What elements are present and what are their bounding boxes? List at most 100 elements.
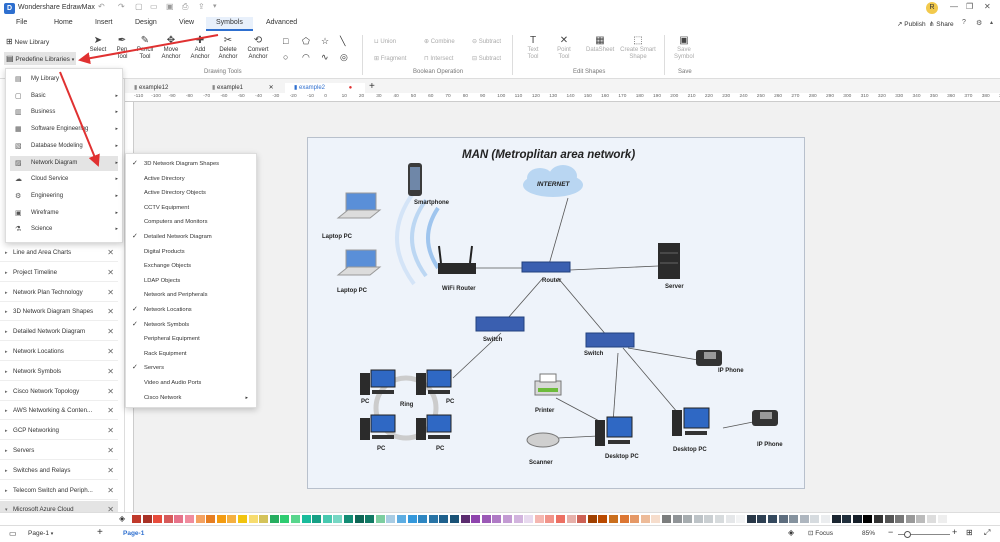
color-swatch[interactable] (587, 515, 597, 523)
color-swatch[interactable] (312, 515, 322, 523)
expand-arrow-icon[interactable]: ▸ (5, 408, 8, 415)
color-swatch[interactable] (863, 515, 873, 523)
close-library-icon[interactable]: ✕ (107, 267, 114, 277)
sidebar-library-item[interactable]: ▸GCP Networking✕ (0, 422, 118, 441)
delete-anchor-button[interactable]: ✂Delete Anchor (217, 35, 239, 61)
tab-example2[interactable]: ▮ example2 ● (285, 83, 365, 93)
print-icon[interactable]: ⎙ (182, 2, 189, 11)
color-swatch[interactable] (418, 515, 428, 523)
submenu-item[interactable]: ✓Servers (126, 361, 256, 375)
color-swatch[interactable] (280, 515, 290, 523)
color-swatch[interactable] (884, 515, 894, 523)
expand-arrow-icon[interactable]: ▸ (5, 349, 8, 355)
add-page-icon[interactable]: + (97, 527, 103, 538)
color-swatch[interactable] (291, 515, 300, 523)
submenu-item[interactable]: ✓3D Network Diagram Shapes (126, 157, 256, 171)
color-swatch[interactable] (545, 515, 555, 523)
create-smart-shape-button[interactable]: ⬚Create Smart Shape (620, 35, 656, 61)
sidebar-library-item[interactable]: ▸Network Locations✕ (0, 343, 118, 361)
sidebar-library-item[interactable]: ▸Line and Area Charts✕ (0, 244, 118, 262)
color-swatch[interactable] (142, 515, 152, 523)
dropdown-item[interactable]: ▤My Library (10, 72, 118, 87)
color-swatch[interactable] (238, 515, 247, 523)
color-swatch[interactable] (609, 515, 618, 523)
submenu-item[interactable]: Peripheral Equipment (126, 332, 256, 346)
submenu-item[interactable]: ✓Detailed Network Diagram (126, 230, 256, 244)
circle-shape-icon[interactable]: ○ (283, 52, 289, 62)
expand-arrow-icon[interactable]: ▸ (5, 448, 8, 454)
submenu-item[interactable]: Exchange Objects (126, 259, 256, 273)
color-swatch[interactable] (216, 515, 226, 523)
color-swatch[interactable] (640, 515, 650, 523)
expand-arrow-icon[interactable]: ▸ (5, 487, 8, 494)
expand-arrow-icon[interactable]: ▸ (5, 368, 8, 375)
color-swatch[interactable] (768, 515, 777, 523)
menu-file[interactable]: File (16, 19, 28, 26)
color-swatch[interactable] (354, 515, 364, 523)
color-swatch[interactable] (163, 515, 173, 523)
submenu-item[interactable]: Network and Peripherals (126, 288, 256, 302)
menu-view[interactable]: View (179, 19, 195, 26)
submenu-item[interactable]: CCTV Equipment (126, 201, 256, 215)
combine-button[interactable]: ⊕ Combine (424, 39, 455, 45)
pentagon-shape-icon[interactable]: ⬠ (302, 36, 310, 46)
submenu-item[interactable]: Rack Equipment (126, 347, 256, 361)
color-swatch[interactable] (693, 515, 703, 523)
color-swatch[interactable] (174, 515, 184, 523)
color-swatch[interactable] (534, 515, 544, 523)
close-library-icon[interactable]: ✕ (107, 248, 114, 257)
color-swatch[interactable] (556, 515, 565, 523)
color-swatch[interactable] (937, 515, 947, 523)
color-swatch[interactable] (492, 515, 502, 523)
collapse-ribbon-icon[interactable]: ▴ (990, 20, 994, 26)
color-swatch[interactable] (397, 515, 406, 523)
submenu-item[interactable]: ✓Network Locations (126, 303, 256, 317)
color-swatch[interactable] (407, 515, 417, 523)
color-swatch[interactable] (619, 515, 629, 523)
zoom-in-icon[interactable]: + (952, 527, 958, 537)
union-button[interactable]: ⊔ Union (374, 39, 397, 45)
color-swatch[interactable] (799, 515, 809, 523)
close-library-icon[interactable]: ✕ (107, 446, 114, 455)
page-tab[interactable]: Page-1 (123, 530, 145, 537)
dropdown-item[interactable]: ⚗Science▸ (10, 222, 118, 237)
color-swatch[interactable] (566, 515, 576, 523)
color-swatch[interactable] (227, 515, 237, 523)
tab-example12[interactable]: ▮ example12 (125, 83, 197, 93)
color-swatch[interactable] (322, 515, 332, 523)
color-swatch[interactable] (715, 515, 724, 523)
close-library-icon[interactable]: ✕ (107, 287, 114, 297)
color-swatch[interactable] (301, 515, 311, 523)
sidebar-library-item[interactable]: ▸Network Symbols✕ (0, 363, 118, 381)
color-swatch[interactable] (153, 515, 163, 523)
color-swatch[interactable] (386, 515, 396, 523)
save-symbol-button[interactable]: ▣Save Symbol (673, 35, 695, 61)
zoom-out-icon[interactable]: − (888, 527, 894, 537)
close-library-icon[interactable]: ✕ (107, 366, 114, 376)
menu-home[interactable]: Home (54, 19, 73, 26)
sidebar-library-item[interactable]: ▸Telecom Switch and Periph...✕ (0, 482, 118, 500)
spiral-shape-icon[interactable]: ◎ (340, 52, 348, 62)
zoom-level[interactable]: 85% (862, 530, 876, 537)
menu-insert[interactable]: Insert (95, 19, 113, 26)
color-swatch[interactable] (736, 515, 746, 523)
page-selector[interactable]: Page-1 ▾ (28, 530, 53, 537)
open-folder-icon[interactable]: ▭ (150, 2, 158, 11)
maximize-icon[interactable]: ❐ (966, 2, 974, 11)
add-tab-icon[interactable]: + (369, 81, 375, 92)
color-swatch[interactable] (471, 515, 481, 523)
add-anchor-button[interactable]: ✚Add Anchor (189, 35, 211, 61)
color-swatch[interactable] (778, 515, 788, 523)
color-swatch[interactable] (810, 515, 820, 523)
dropdown-item[interactable]: ☁Cloud Service▸ (10, 172, 118, 187)
dropdown-item[interactable]: ▧Database Modeling▸ (10, 139, 118, 154)
close-library-icon[interactable]: ✕ (107, 327, 114, 337)
pencil-tool-button[interactable]: ✎Pencil Tool (134, 35, 156, 61)
color-swatch[interactable] (874, 515, 883, 523)
menu-design[interactable]: Design (135, 19, 157, 26)
close-library-icon[interactable]: ✕ (107, 505, 114, 515)
color-swatch[interactable] (439, 515, 449, 523)
sidebar-library-item[interactable]: ▸AWS Networking & Conten...✕ (0, 402, 118, 421)
undo-icon[interactable]: ↶ (98, 2, 105, 11)
